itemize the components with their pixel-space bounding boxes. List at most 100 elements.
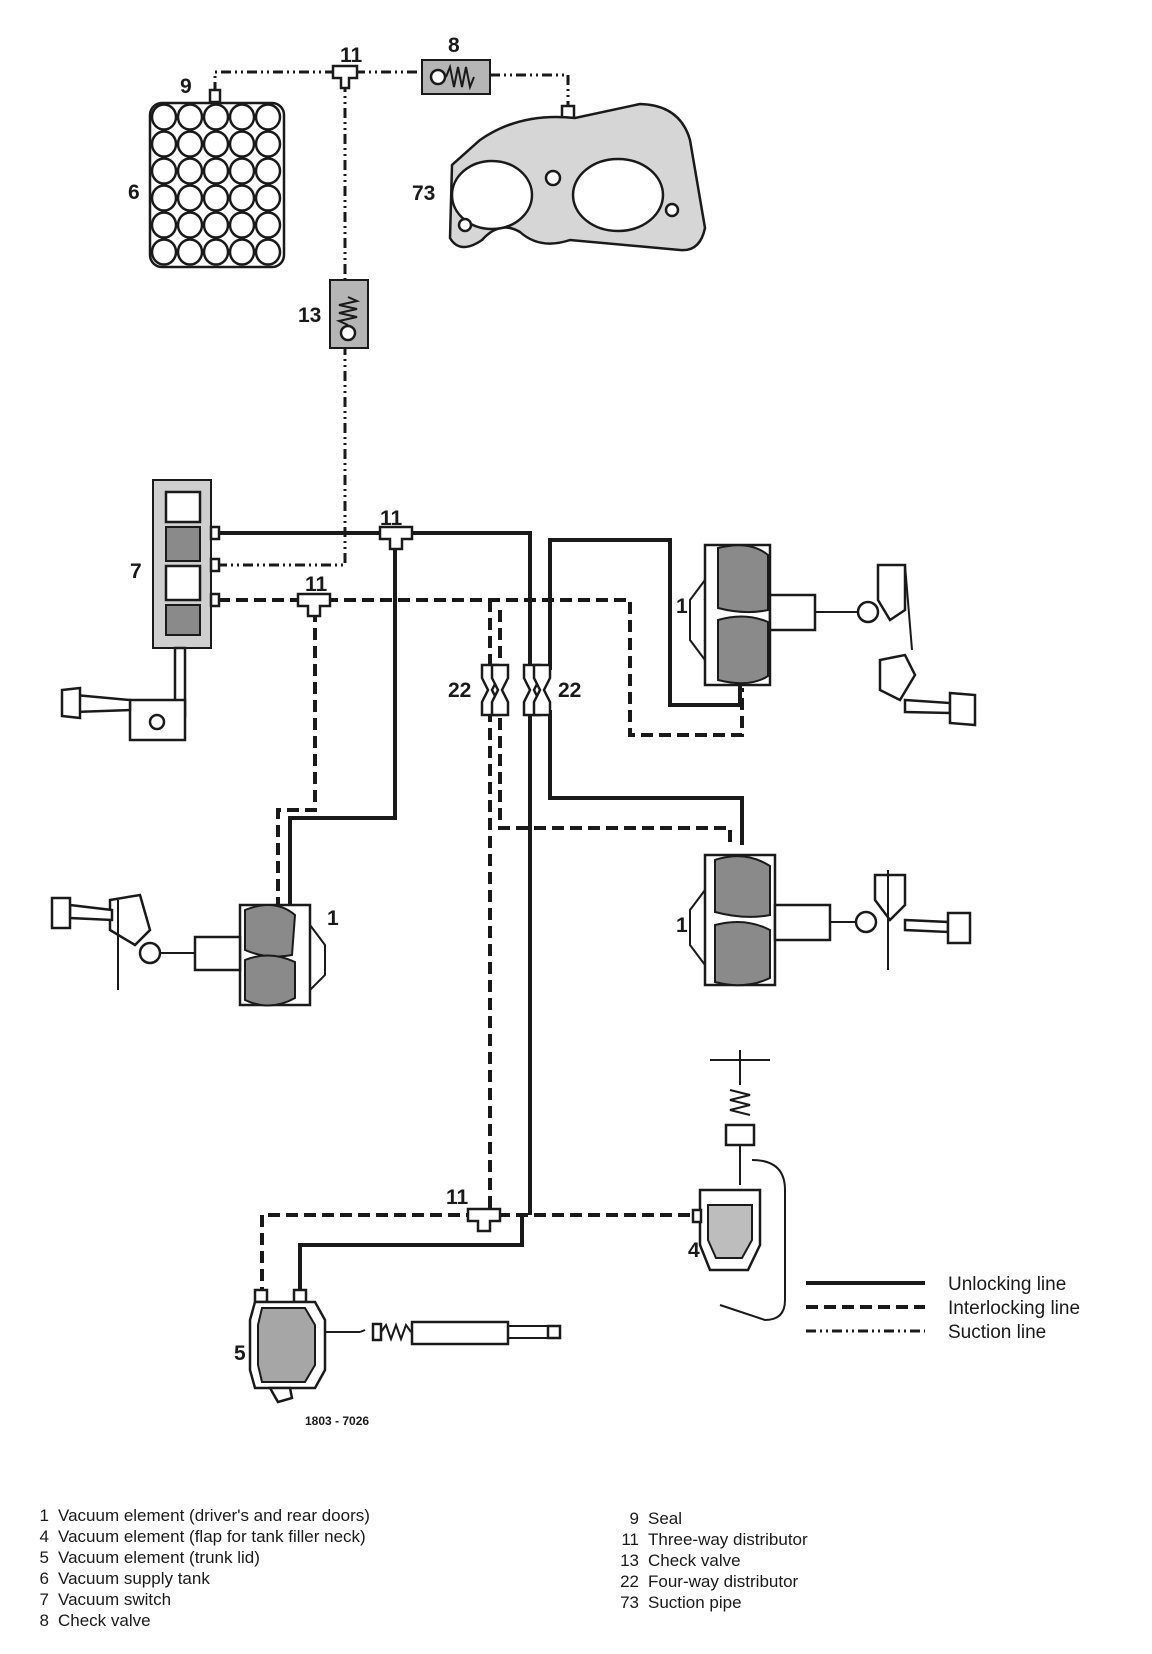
tank-cell [176, 157, 204, 185]
key-description: Seal [648, 1509, 683, 1528]
unlocking-lines [218, 531, 744, 1295]
tank-cell [150, 184, 178, 212]
three-way-distributor-switch [296, 592, 332, 618]
key-list-left: 1 Vacuum element (driver's and rear doors… [14, 1505, 370, 1631]
tank-cell [228, 184, 256, 212]
callout-13: 13 [298, 304, 321, 327]
tank-cell [150, 157, 178, 185]
key-list-right: 9 Seal 11 Three-way distributor 13 Check valv… [604, 1508, 808, 1613]
key-description: Four-way distributor [648, 1572, 799, 1591]
tank-cell [228, 130, 256, 158]
tank-cell [176, 130, 204, 158]
callout-1-right-top: 1 [676, 595, 688, 618]
callout-7: 7 [130, 560, 142, 583]
tank-cell [254, 238, 282, 266]
callout-73: 73 [412, 182, 435, 205]
key-description: Vacuum switch [58, 1590, 172, 1609]
key-description: Vacuum element (trunk lid) [58, 1548, 260, 1567]
key-item: 1 Vacuum element (driver's and rear doors… [14, 1505, 370, 1526]
key-number: 11 [621, 1530, 639, 1549]
key-description: Suction pipe [648, 1593, 742, 1612]
callouts: 11 8 9 6 73 13 11 7 11 22 22 1 1 1 11 4 … [128, 34, 700, 1428]
vacuum-element-filler-flap [691, 1050, 786, 1322]
callout-1-left: 1 [327, 907, 339, 930]
legend-suction-label: Suction line [948, 1322, 1046, 1343]
legend-unlocking-label: Unlocking line [948, 1274, 1066, 1295]
vacuum-element-trunk-lid [248, 1288, 562, 1404]
callout-8: 8 [448, 34, 460, 57]
tank-cell [202, 211, 230, 239]
tank-cell [254, 130, 282, 158]
four-way-distributor-right [522, 663, 552, 717]
key-number: 22 [620, 1572, 639, 1591]
key-item: 8 Check valve [14, 1610, 370, 1631]
callout-1-right-bottom: 1 [676, 914, 688, 937]
key-description: Three-way distributor [648, 1530, 808, 1549]
four-way-distributor-left [480, 663, 510, 717]
tank-cell [150, 238, 178, 266]
three-way-distributor-top [331, 64, 359, 90]
key-number: 9 [629, 1509, 639, 1528]
tank-cell [150, 130, 178, 158]
three-way-distributor-mid [378, 525, 414, 551]
key-number: 6 [39, 1569, 49, 1588]
key-item: 7 Vacuum switch [14, 1589, 370, 1610]
three-way-distributor-bottom [466, 1207, 502, 1233]
tank-cell [228, 211, 256, 239]
tank-cell [228, 238, 256, 266]
callout-6: 6 [128, 181, 140, 204]
tank-cell [176, 211, 204, 239]
vacuum-element-door-right-bottom [689, 853, 972, 987]
suction-pipe [448, 102, 707, 252]
key-number: 4 [39, 1527, 49, 1546]
key-item: 22 Four-way distributor [604, 1571, 808, 1592]
key-number: 1 [39, 1506, 49, 1525]
key-description: Check valve [58, 1611, 151, 1630]
key-item: 4 Vacuum element (flap for tank filler ne… [14, 1526, 370, 1547]
callout-9: 9 [180, 75, 192, 98]
key-item: 6 Vacuum supply tank [14, 1568, 370, 1589]
tank-cell [254, 184, 282, 212]
key-number: 73 [620, 1593, 639, 1612]
key-number: 8 [39, 1611, 49, 1630]
tank-cell [254, 157, 282, 185]
callout-11-top: 11 [340, 44, 363, 67]
tank-cell [176, 238, 204, 266]
key-item: 5 Vacuum element (trunk lid) [14, 1547, 370, 1568]
callout-5: 5 [234, 1342, 246, 1365]
check-valve-top [421, 59, 491, 95]
key-description: Check valve [648, 1551, 741, 1570]
callout-22-right: 22 [558, 679, 581, 702]
key-number: 13 [620, 1551, 639, 1570]
suction-lines [213, 70, 570, 567]
vacuum-element-door-right-top [689, 543, 977, 727]
tank-cell [228, 157, 256, 185]
key-number: 5 [39, 1548, 49, 1567]
tank-cell [228, 103, 256, 131]
line-legend: Unlocking line Interlocking line Suction… [806, 1274, 1080, 1343]
callout-22-left: 22 [448, 679, 471, 702]
vacuum-supply-tank [148, 88, 286, 269]
tank-cell [202, 103, 230, 131]
check-valve-vertical [329, 279, 369, 349]
key-number: 7 [39, 1590, 49, 1609]
vacuum-switch [60, 479, 221, 742]
key-item: 9 Seal [604, 1508, 808, 1529]
figure-code: 1803 - 7026 [305, 1414, 369, 1428]
callout-4: 4 [688, 1239, 700, 1262]
key-description: Vacuum element (driver's and rear doors) [58, 1506, 370, 1525]
tank-cell [150, 103, 178, 131]
key-item: 73 Suction pipe [604, 1592, 808, 1613]
tank-cell [202, 184, 230, 212]
callout-11-bottom: 11 [446, 1186, 469, 1209]
key-description: Vacuum supply tank [58, 1569, 210, 1588]
interlocking-lines [218, 598, 744, 1295]
legend-interlocking-label: Interlocking line [948, 1298, 1080, 1319]
key-item: 11 Three-way distributor [604, 1529, 808, 1550]
vacuum-element-door-left [50, 893, 326, 1007]
tank-cell [202, 238, 230, 266]
tank-cell [202, 130, 230, 158]
key-description: Vacuum element (flap for tank filler nec… [58, 1527, 366, 1546]
tank-cell [176, 103, 204, 131]
